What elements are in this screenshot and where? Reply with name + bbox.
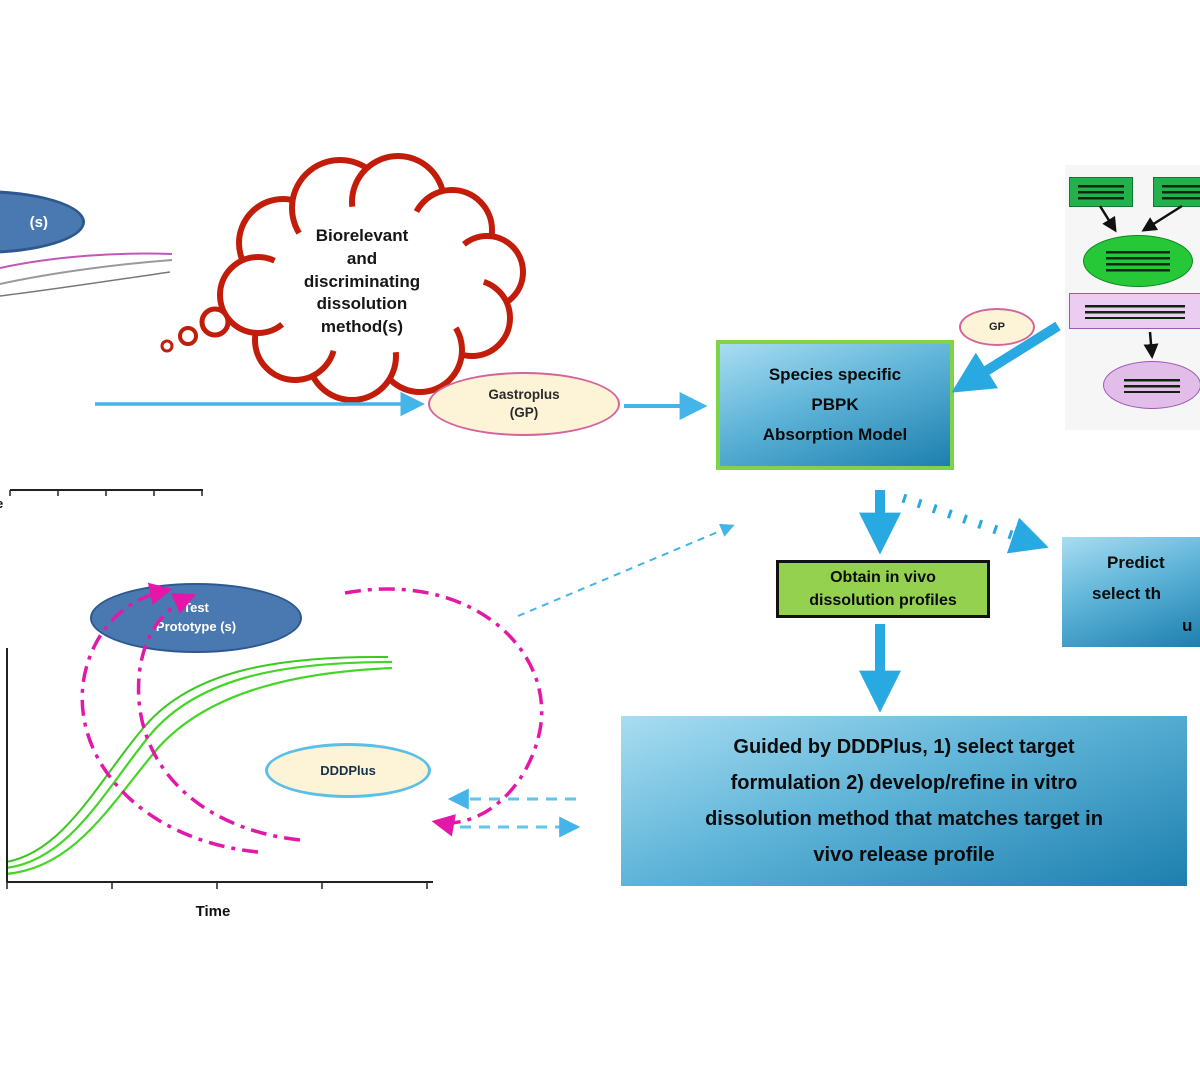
mini-schematic-panel	[1065, 165, 1200, 430]
predict-line1: Predict	[1107, 553, 1165, 572]
mini-green-ellipse	[1083, 235, 1193, 287]
mini-lavender-ellipse	[1103, 361, 1200, 409]
predict-line2: select th	[1092, 584, 1161, 604]
test-prototype-line2: Prototype (s)	[155, 619, 237, 634]
obtain-in-vivo-box: Obtain in vivo dissolution profiles	[776, 560, 990, 618]
mini-green-box-1	[1069, 177, 1133, 207]
cloud-label: Biorelevant and discriminating dissoluti…	[303, 225, 421, 337]
predict-box-partial: Predict select th u	[1062, 537, 1200, 647]
dddplus-node: DDDPlus	[265, 743, 431, 798]
obtain-line2: dissolution profiles	[809, 592, 957, 609]
pbpk-line3: Absorption Model	[762, 424, 908, 444]
arrow-dotted-to-predict	[901, 493, 1049, 554]
predict-line3: u	[1182, 615, 1193, 635]
gp-node: GP	[959, 308, 1035, 346]
gastroplus-label: Gastroplus	[488, 386, 560, 402]
top-chart-xlabel-partial: e	[0, 496, 26, 511]
obtain-line1: Obtain in vivo	[830, 568, 936, 586]
test-prototype-ellipse: Test Prototype (s)	[90, 583, 302, 653]
gastroplus-sublabel: (GP)	[509, 405, 539, 420]
gastroplus-node: Gastroplus (GP)	[428, 372, 620, 436]
guided-by-dddplus-box: Guided by DDDPlus, 1) select target form…	[621, 716, 1187, 886]
bottom-chart-xlabel: Time	[195, 903, 231, 920]
arrow-dashed-diagonal-to-pbpk	[517, 523, 735, 617]
mini-lavender-box	[1069, 293, 1200, 329]
top-left-chart	[0, 252, 203, 496]
pbpk-model-box: Species specific PBPK Absorption Model	[716, 340, 954, 470]
dddplus-label: DDDPlus	[320, 763, 376, 778]
prototype-label: (s)	[29, 213, 48, 231]
pbpk-line1: Species specific	[768, 365, 902, 385]
test-prototype-line1: Test	[183, 600, 209, 616]
gp-label: GP	[989, 321, 1005, 333]
pbpk-line2: PBPK	[811, 395, 859, 415]
prototype-ellipse-partial: (s)	[0, 190, 85, 254]
mini-green-box-2	[1153, 177, 1200, 207]
